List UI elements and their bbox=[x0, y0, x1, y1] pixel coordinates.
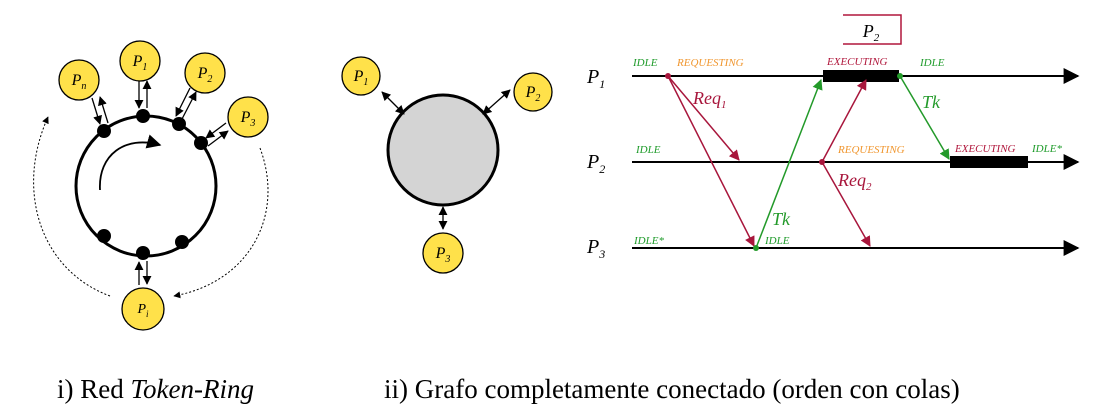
executing-bar-p1 bbox=[823, 70, 899, 82]
svg-text:P1: P1 bbox=[353, 68, 369, 88]
caption-token-ring: i) Red Token-Ring bbox=[57, 374, 254, 404]
state-p2-idle: IDLE bbox=[635, 144, 661, 156]
svg-text:P3: P3 bbox=[435, 245, 451, 265]
ring-bead bbox=[136, 109, 150, 123]
token-label-p1: Tk bbox=[922, 92, 941, 112]
state-p2-requesting: REQUESTING bbox=[837, 144, 905, 156]
svg-text:P2: P2 bbox=[197, 65, 213, 85]
ring-circle bbox=[74, 114, 218, 258]
ring-bead bbox=[97, 229, 111, 243]
request-label-req2: Req2 bbox=[837, 170, 872, 193]
graph-node-p2: P2 bbox=[513, 72, 553, 112]
svg-text:Pi: Pi bbox=[136, 302, 149, 319]
token-ring-diagram: Pn P1 P2 P3 Pi bbox=[33, 40, 269, 331]
ring-outer-dotted-arrow-left bbox=[33, 116, 111, 297]
ring-connectors bbox=[91, 80, 229, 285]
request-origin-p1 bbox=[665, 73, 671, 79]
token-messages bbox=[755, 75, 950, 249]
ring-bead bbox=[194, 136, 208, 150]
svg-text:Pn: Pn bbox=[71, 72, 87, 92]
request-origin-p2 bbox=[819, 159, 825, 165]
ring-bead bbox=[136, 246, 150, 260]
ring-node-pi: Pi bbox=[121, 287, 165, 331]
ring-node-p1: P1 bbox=[119, 40, 161, 82]
ring-direction-arrow bbox=[99, 134, 162, 191]
caption-connected-graph: ii) Grafo completamente conectado (orden… bbox=[384, 374, 960, 404]
ring-bead bbox=[175, 235, 189, 249]
process-label-p2: P2 bbox=[586, 151, 605, 176]
timeline-diagram: P2 P1 P2 P3 IDLE REQUESTING EXECUTING ID… bbox=[586, 14, 1080, 261]
token-label-p3: Tk bbox=[772, 209, 791, 229]
state-p1-idle-after: IDLE bbox=[919, 57, 945, 69]
request-messages bbox=[667, 75, 871, 247]
token-origin-p3 bbox=[753, 245, 759, 251]
ring-node-p3: P3 bbox=[227, 96, 269, 138]
ring-node-pn: Pn bbox=[58, 59, 100, 101]
process-label-p3: P3 bbox=[586, 236, 605, 261]
executing-bar-p2 bbox=[950, 156, 1028, 168]
state-p1-idle: IDLE bbox=[632, 57, 658, 69]
state-p2-executing: EXECUTING bbox=[954, 143, 1016, 155]
connected-graph-diagram: P1 P2 P3 bbox=[341, 56, 553, 274]
graph-node-p1: P1 bbox=[341, 56, 381, 96]
graph-connectors bbox=[381, 89, 511, 230]
svg-text:P1: P1 bbox=[132, 53, 148, 73]
process-label-p1: P1 bbox=[586, 66, 605, 91]
token-origin-p1 bbox=[897, 73, 903, 79]
token-holder-box bbox=[843, 14, 902, 45]
ring-outer-dotted-arrow-right bbox=[173, 147, 269, 299]
central-server-node bbox=[386, 93, 500, 207]
request-label-req1: Req1 bbox=[692, 88, 726, 111]
svg-text:P2: P2 bbox=[525, 84, 541, 104]
ring-node-p2: P2 bbox=[184, 52, 226, 94]
token-holder-label: P2 bbox=[862, 21, 880, 44]
state-p3-idle-star: IDLE* bbox=[633, 235, 664, 247]
ring-bead bbox=[172, 117, 186, 131]
graph-node-p3: P3 bbox=[422, 232, 464, 274]
state-p1-executing: EXECUTING bbox=[826, 56, 888, 68]
state-p1-requesting: REQUESTING bbox=[676, 57, 744, 69]
ring-bead bbox=[97, 124, 111, 138]
state-p2-idle-after: IDLE* bbox=[1031, 143, 1062, 155]
svg-text:P3: P3 bbox=[240, 109, 256, 129]
state-p3-idle: IDLE bbox=[764, 235, 790, 247]
